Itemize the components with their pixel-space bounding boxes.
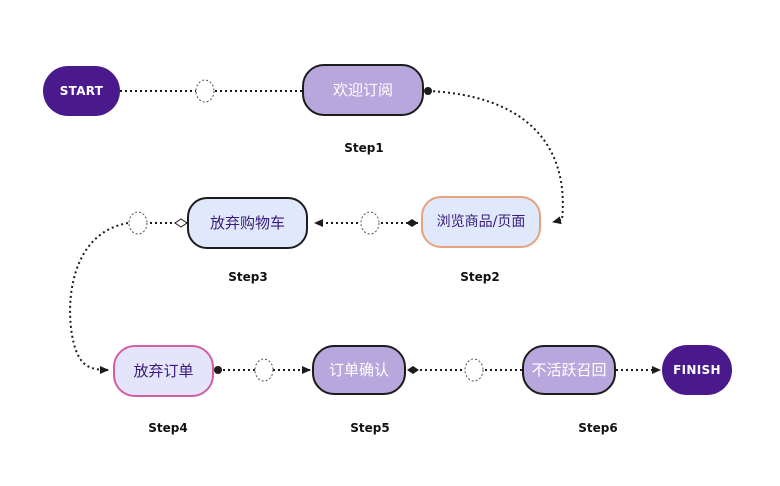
winback-node[interactable]: 不活跃召回 bbox=[522, 345, 616, 395]
browse-node[interactable]: 浏览商品/页面 bbox=[421, 196, 541, 248]
connector-diamond-1 bbox=[406, 219, 418, 227]
step-label-1: Step1 bbox=[344, 141, 384, 155]
step-label-6: Step6 bbox=[578, 421, 618, 435]
connector-diamond-open bbox=[174, 218, 188, 228]
junction-circle-2 bbox=[360, 211, 380, 235]
connector-start-dot-2 bbox=[214, 366, 222, 374]
step-label-2: Step2 bbox=[460, 270, 500, 284]
connector-start-dot-1 bbox=[424, 87, 432, 95]
abandon-cart-node[interactable]: 放弃购物车 bbox=[187, 197, 308, 249]
order-confirm-node[interactable]: 订单确认 bbox=[312, 345, 406, 395]
abandon-order-node[interactable]: 放弃订单 bbox=[113, 345, 214, 397]
connector-diamond-2 bbox=[407, 366, 419, 374]
step-label-4: Step4 bbox=[148, 421, 188, 435]
step-label-5: Step5 bbox=[350, 421, 390, 435]
finish-node[interactable]: FINISH bbox=[662, 345, 732, 395]
connector-welcome-browse bbox=[427, 90, 564, 225]
junction-circle-5 bbox=[464, 358, 484, 382]
connector-cart-order bbox=[69, 222, 129, 374]
junction-circle-1 bbox=[195, 79, 215, 103]
step-label-3: Step3 bbox=[228, 270, 268, 284]
junction-circle-4 bbox=[254, 358, 274, 382]
junction-circle-3 bbox=[128, 211, 148, 235]
start-node[interactable]: START bbox=[43, 66, 120, 116]
welcome-node[interactable]: 欢迎订阅 bbox=[302, 64, 424, 116]
